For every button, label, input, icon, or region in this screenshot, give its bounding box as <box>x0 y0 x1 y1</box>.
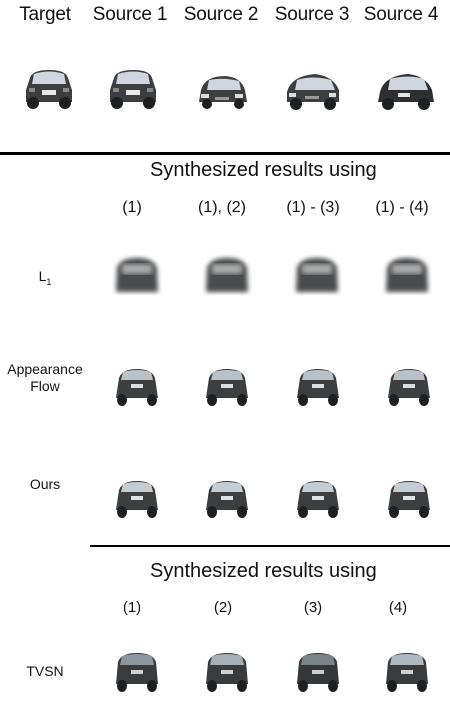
tvsn-result-4 <box>382 650 432 696</box>
row-label-appearance-flow: Appearance Flow <box>7 361 83 394</box>
appearance-flow-result-2 <box>203 366 251 410</box>
section-2-col-4: (4) <box>388 599 408 616</box>
section-1-caption: Synthesized results using <box>150 159 377 181</box>
section-1-col-4: (1) - (4) <box>375 199 429 216</box>
row-label-ours: Ours <box>29 476 61 492</box>
header-source-3: Source 3 <box>274 4 350 25</box>
source-2-car-image <box>195 72 251 112</box>
section-1-col-2: (1), (2) <box>198 199 246 216</box>
section-2-col-1: (1) <box>122 599 142 616</box>
source-3-car-image <box>283 70 343 112</box>
tvsn-result-2 <box>202 650 252 696</box>
section-2-col-3: (3) <box>303 599 323 616</box>
header-target: Target <box>19 4 71 25</box>
appearance-flow-result-4 <box>385 366 433 410</box>
ours-result-3 <box>294 478 342 522</box>
section-divider-thick <box>0 152 450 155</box>
section-1-col-1: (1) <box>122 199 142 216</box>
section-divider-thin <box>90 545 450 547</box>
source-1-car-image <box>106 68 160 110</box>
l1-result-1 <box>112 254 162 302</box>
row-label-tvsn: TVSN <box>26 663 64 679</box>
l1-result-4 <box>382 254 432 302</box>
tvsn-result-3 <box>293 650 343 696</box>
section-1-col-3: (1) - (3) <box>286 199 340 216</box>
section-2-col-2: (2) <box>213 599 233 616</box>
appearance-flow-result-3 <box>294 366 342 410</box>
l1-result-3 <box>292 254 342 302</box>
section-2-caption: Synthesized results using <box>150 560 377 582</box>
ours-result-4 <box>385 478 433 522</box>
target-car-image <box>22 68 76 110</box>
ours-result-2 <box>203 478 251 522</box>
source-4-car-image <box>374 70 438 112</box>
ours-result-1 <box>113 478 161 522</box>
l1-result-2 <box>202 254 252 302</box>
tvsn-result-1 <box>112 650 162 696</box>
row-label-l1: L1 <box>38 268 52 287</box>
header-source-1: Source 1 <box>92 4 168 25</box>
appearance-flow-result-1 <box>113 366 161 410</box>
header-source-4: Source 4 <box>363 4 439 25</box>
header-source-2: Source 2 <box>183 4 259 25</box>
